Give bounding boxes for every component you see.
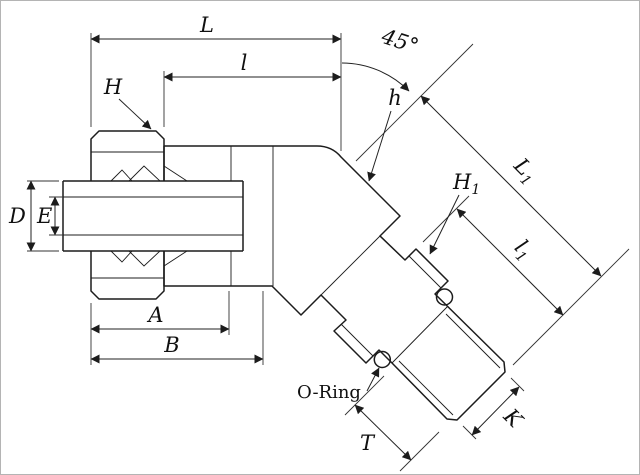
callout-H: H (103, 75, 152, 130)
label-H1-sub: 1 (471, 182, 480, 198)
body-seat-lines (163, 165, 188, 267)
dim-T: T (354, 404, 412, 461)
o-ring-upper (435, 288, 454, 306)
callout-o-ring: O-Ring (297, 367, 380, 403)
dim-L-label: L (199, 13, 214, 37)
fitting-body-group (62, 130, 506, 421)
angle-arc (341, 62, 410, 92)
o-ring-lower (373, 350, 392, 369)
label-H1: H1 (452, 170, 480, 198)
dim-l1-label: l1 (507, 235, 538, 266)
thread-minor-lines (398, 313, 501, 416)
dim-L1: L1 (420, 95, 602, 277)
dim-E: E (36, 196, 60, 236)
leader-o-ring (366, 367, 380, 392)
dim-l1: l1 (456, 208, 564, 316)
label-H1-base: H (452, 170, 472, 194)
dim-A: A (90, 303, 230, 334)
label-h: h (388, 86, 402, 110)
dim-A-label: A (146, 303, 163, 327)
nut-hex-flat-lines (91, 151, 164, 279)
dim-K: K (471, 386, 528, 436)
dim-L1-line (420, 95, 602, 277)
leader-h (367, 110, 392, 182)
callout-h: h (367, 86, 402, 182)
dim-B: B (90, 333, 264, 364)
dim-l-label: l (241, 51, 248, 75)
dim-E-label: E (36, 204, 52, 228)
nut-outline (90, 130, 165, 300)
dim-T-line (354, 404, 412, 461)
label-H: H (103, 75, 123, 99)
dim-l: l (163, 51, 342, 82)
port-hex-flat-lines (340, 255, 442, 357)
dim-angle-45: 45° (341, 24, 422, 92)
tube-bore-lines (63, 196, 243, 236)
dim-K-line (471, 386, 520, 436)
front-ferrule (127, 165, 162, 267)
label-o-ring: O-Ring (297, 382, 361, 403)
leader-H1 (429, 194, 460, 255)
dim-L: L (90, 13, 342, 44)
dim-B-label: B (163, 333, 179, 357)
callout-H1: H1 (429, 170, 480, 255)
bore-channel (63, 181, 243, 251)
dim-L1-label: L1 (506, 153, 543, 190)
body-hex-lines (230, 146, 274, 286)
dim-l1-line (456, 208, 564, 316)
dim-K-label: K (498, 403, 528, 433)
thread-start-line (391, 305, 449, 364)
back-ferrule (109, 169, 134, 263)
dim-D: D (8, 180, 36, 252)
dim-D-label: D (8, 204, 26, 228)
angle-label: 45° (378, 24, 422, 59)
leader-H (118, 98, 152, 130)
dim-T-label: T (360, 431, 376, 455)
port-step-line (320, 235, 381, 296)
